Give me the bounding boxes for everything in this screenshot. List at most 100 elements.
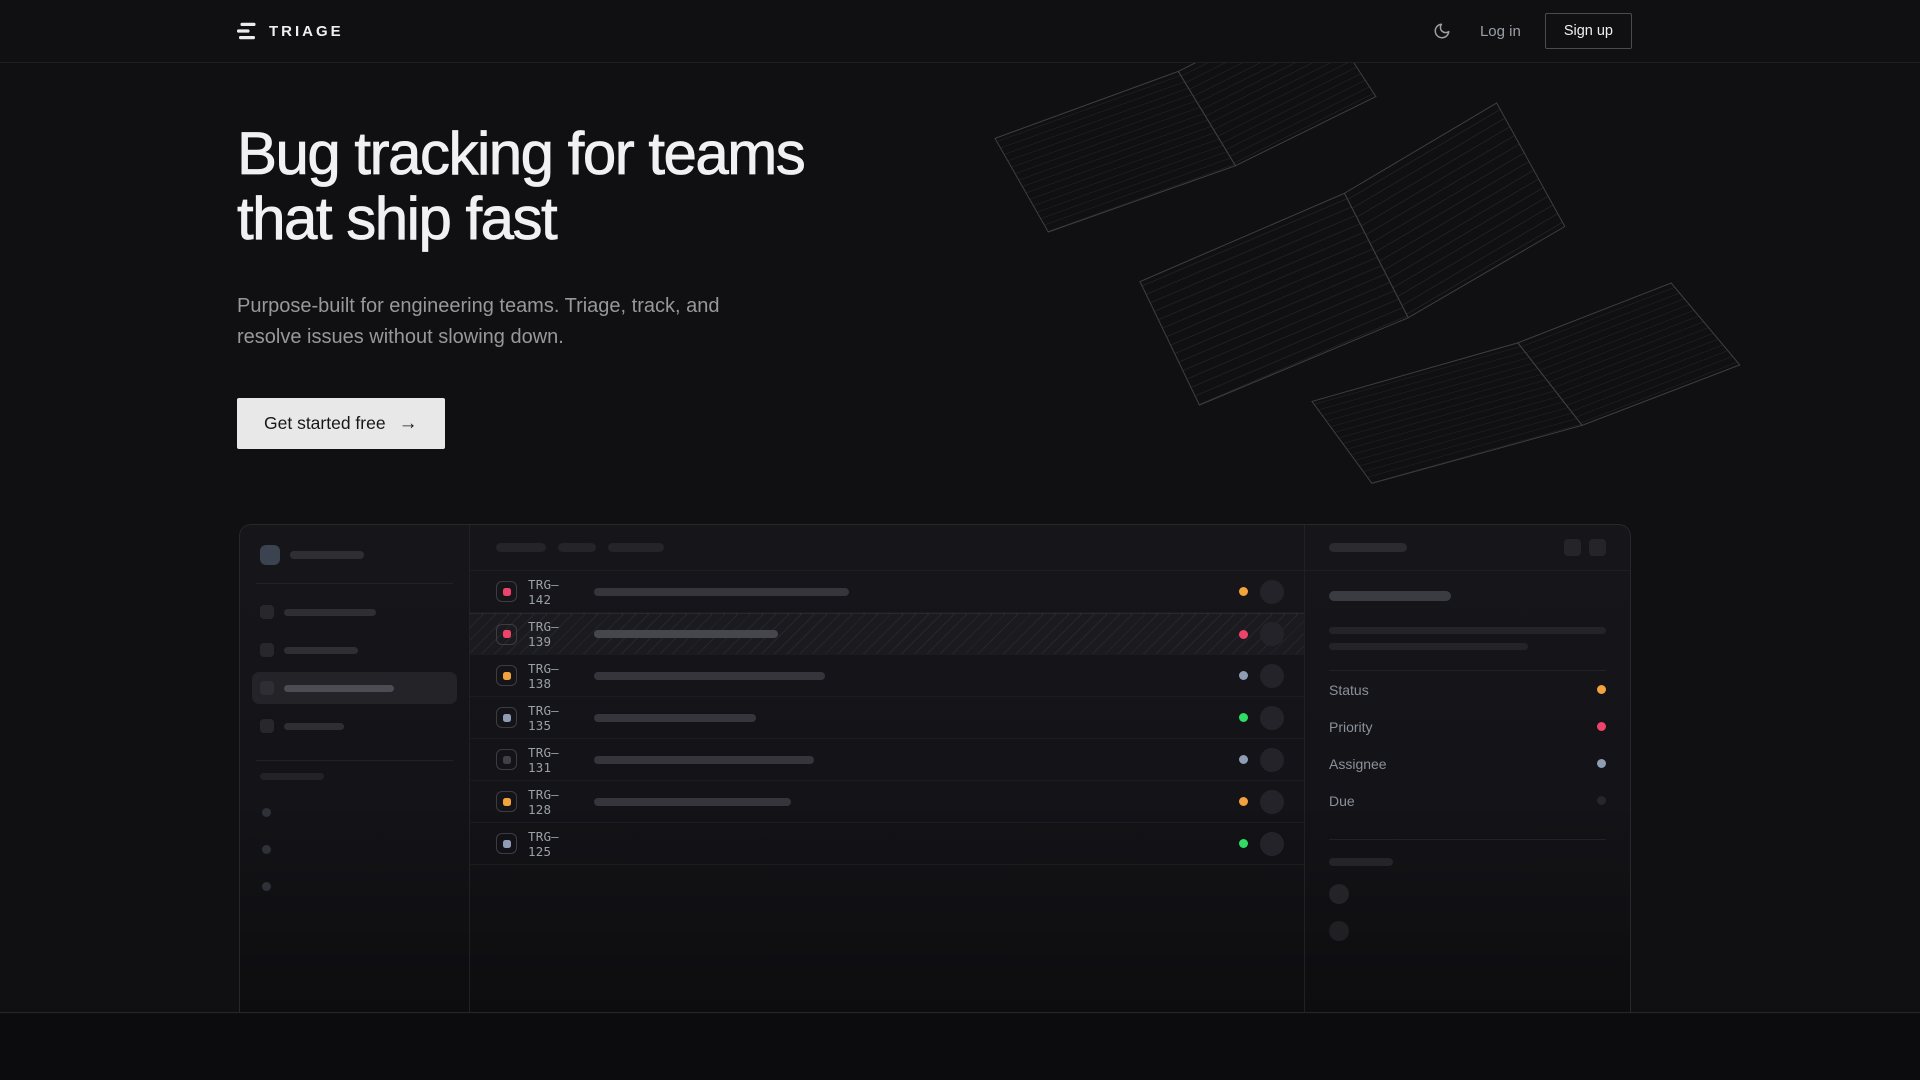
field-value-dot bbox=[1597, 685, 1606, 694]
issue-id: TRG–131 bbox=[528, 744, 559, 775]
issue-title-skeleton bbox=[594, 713, 756, 722]
issue-type-icon bbox=[496, 749, 517, 770]
divider bbox=[1329, 839, 1606, 840]
login-link[interactable]: Log in bbox=[1479, 22, 1521, 40]
field-label: Status bbox=[1329, 681, 1369, 698]
sidebar-nav-item bbox=[252, 710, 457, 742]
description-skeleton bbox=[1329, 627, 1606, 634]
issue-row: TRG–131 bbox=[470, 739, 1304, 781]
sidebar-dot bbox=[262, 882, 271, 891]
issue-id: TRG–142 bbox=[528, 576, 559, 607]
wireframe-decoration bbox=[994, 63, 1741, 485]
issue-id: TRG–125 bbox=[528, 828, 559, 859]
field-value-dot bbox=[1597, 759, 1606, 768]
section-label-skeleton bbox=[1329, 858, 1393, 866]
issue-type-icon bbox=[496, 707, 517, 728]
issue-row: TRG–138 bbox=[470, 655, 1304, 697]
get-started-button[interactable]: Get started free → bbox=[237, 398, 445, 449]
issue-type-icon bbox=[496, 623, 517, 645]
brand-name: TRIAGE bbox=[269, 22, 344, 40]
footer-band bbox=[0, 1014, 1920, 1080]
sidebar-nav-item-active bbox=[252, 672, 457, 704]
top-nav: TRIAGE Log in Sign up bbox=[0, 0, 1920, 63]
issue-type-icon bbox=[496, 581, 517, 602]
workspace-switcher bbox=[260, 545, 449, 565]
issue-type-icon bbox=[496, 833, 517, 854]
arrow-right-icon: → bbox=[398, 413, 418, 434]
hero-title: Bug tracking for teams that ship fast bbox=[237, 120, 807, 252]
issue-title-skeleton bbox=[594, 755, 814, 764]
nav-item-icon bbox=[260, 681, 274, 695]
signup-button[interactable]: Sign up bbox=[1544, 13, 1632, 49]
assignee-avatar bbox=[1260, 622, 1284, 646]
brand-logo[interactable]: TRIAGE bbox=[237, 22, 344, 40]
workspace-name-skeleton bbox=[290, 551, 364, 559]
sidebar-nav-item bbox=[252, 596, 457, 628]
issue-title-skeleton bbox=[594, 797, 791, 806]
hero-subtitle: Purpose-built for engineering teams. Tri… bbox=[237, 295, 720, 348]
hero-section: Bug tracking for teams that ship fast Pu… bbox=[0, 63, 1920, 1013]
tab-skeleton bbox=[558, 543, 596, 552]
detail-panel: Status Priority Assignee Due bbox=[1304, 525, 1630, 1012]
nav-item-skeleton bbox=[284, 646, 358, 654]
nav-item-skeleton bbox=[284, 684, 394, 692]
workspace-avatar bbox=[260, 545, 280, 565]
sidebar-dot bbox=[262, 808, 271, 817]
nav-item-skeleton bbox=[284, 722, 344, 730]
sidebar-dot bbox=[262, 845, 271, 854]
divider bbox=[256, 760, 453, 761]
comment-avatar bbox=[1329, 921, 1349, 941]
theme-toggle-button[interactable] bbox=[1428, 17, 1456, 45]
assignee-avatar bbox=[1260, 747, 1284, 772]
field-label: Due bbox=[1329, 792, 1355, 809]
assignee-avatar bbox=[1260, 831, 1284, 856]
field-value-dot bbox=[1597, 722, 1606, 731]
issue-row: TRG–125 bbox=[470, 823, 1304, 865]
issue-type-icon bbox=[496, 791, 517, 812]
tab-skeleton bbox=[608, 543, 664, 552]
status-dot bbox=[1239, 755, 1248, 764]
panel-action-button bbox=[1589, 539, 1606, 556]
assignee-avatar bbox=[1260, 789, 1284, 814]
issue-id: TRG–138 bbox=[528, 660, 559, 691]
field-label: Priority bbox=[1329, 718, 1373, 735]
issue-row: TRG–142 bbox=[470, 571, 1304, 613]
comment-avatar bbox=[1329, 884, 1349, 904]
panel-action-button bbox=[1564, 539, 1581, 556]
list-header bbox=[470, 525, 1304, 571]
issue-list: TRG–142 TRG–139 TRG–138 bbox=[470, 525, 1304, 1012]
assignee-avatar bbox=[1260, 579, 1284, 604]
panel-body: Status Priority Assignee Due bbox=[1305, 571, 1630, 961]
tab-skeleton bbox=[496, 543, 546, 552]
field-row: Status bbox=[1329, 671, 1606, 708]
issue-row-selected: TRG–139 bbox=[470, 613, 1304, 655]
moon-icon bbox=[1434, 23, 1450, 39]
description-skeleton bbox=[1329, 643, 1529, 650]
status-dot bbox=[1239, 839, 1248, 848]
nav-item-icon bbox=[260, 643, 274, 657]
issue-type-icon bbox=[496, 665, 517, 686]
issue-id: TRG–128 bbox=[528, 786, 559, 817]
field-value-dot bbox=[1597, 796, 1606, 805]
nav-item-icon bbox=[260, 605, 274, 619]
issue-id: TRG–135 bbox=[528, 702, 559, 733]
divider bbox=[256, 583, 453, 584]
panel-title-skeleton bbox=[1329, 543, 1407, 552]
issue-id: TRG–139 bbox=[528, 619, 559, 649]
field-row: Assignee bbox=[1329, 745, 1606, 782]
field-label: Assignee bbox=[1329, 755, 1387, 772]
sidebar-nav-item bbox=[252, 634, 457, 666]
status-dot bbox=[1239, 797, 1248, 806]
panel-header bbox=[1305, 525, 1630, 571]
triage-bars-icon bbox=[237, 22, 256, 40]
status-dot bbox=[1239, 587, 1248, 596]
nav-item-icon bbox=[260, 719, 274, 733]
status-dot bbox=[1239, 671, 1248, 680]
issue-title-skeleton bbox=[1329, 591, 1451, 601]
nav-item-skeleton bbox=[284, 608, 376, 616]
app-preview-mockup: TRG–142 TRG–139 TRG–138 bbox=[239, 524, 1631, 1012]
field-row: Priority bbox=[1329, 708, 1606, 745]
issue-title-skeleton bbox=[594, 587, 849, 596]
assignee-avatar bbox=[1260, 705, 1284, 730]
issue-row: TRG–128 bbox=[470, 781, 1304, 823]
